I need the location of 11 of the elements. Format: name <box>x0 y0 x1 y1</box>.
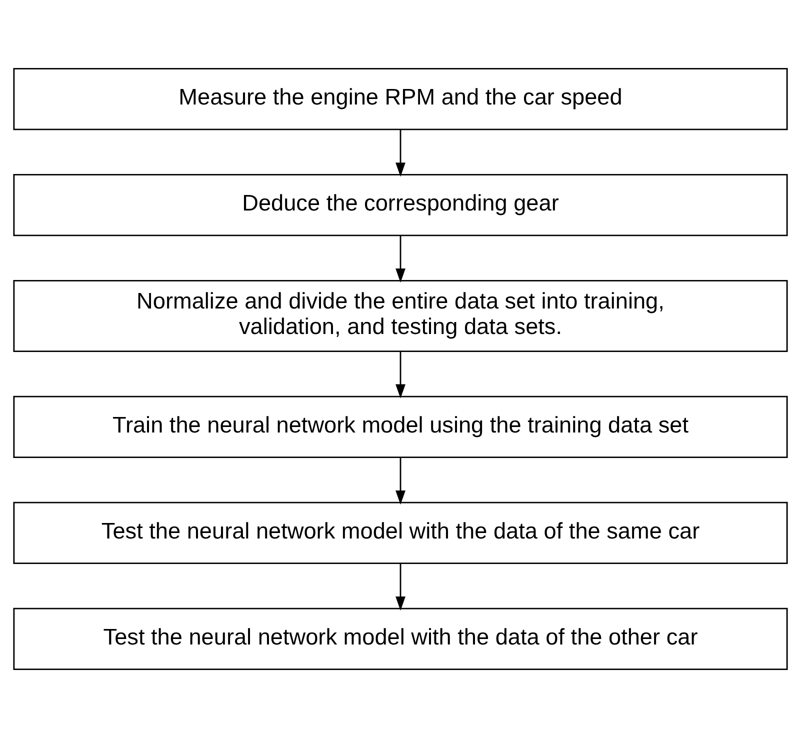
arrow <box>396 458 406 505</box>
arrow <box>396 352 406 398</box>
node-box: Normalize and divide the entire data set into training, validation, and testing data sets. <box>13 280 788 352</box>
arrow <box>396 564 406 611</box>
node-box: Measure the engine RPM and the car speed <box>13 68 788 130</box>
node-box: Deduce the corresponding gear <box>13 174 788 236</box>
node-box: Test the neural network model with the data of the other car <box>13 608 788 670</box>
arrow <box>396 235 406 283</box>
node-box: Train the neural network model using the training data set <box>13 396 788 458</box>
arrow <box>396 130 406 177</box>
node-box: Test the neural network model with the data of the same car <box>13 502 788 564</box>
